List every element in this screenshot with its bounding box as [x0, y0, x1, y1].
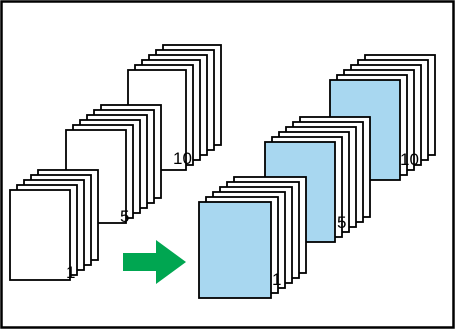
- front-page: [10, 190, 70, 280]
- left-stack-1: 1: [10, 170, 98, 282]
- page-number-label: 5: [120, 207, 129, 226]
- page-number-label: 1: [272, 270, 281, 289]
- right-stack-1: 1: [199, 177, 306, 298]
- divider-sheet: [199, 202, 271, 298]
- page-number-label: 10: [173, 149, 192, 168]
- page-number-label: 5: [337, 213, 346, 232]
- page-number-label: 1: [66, 263, 75, 282]
- page-number-label: 10: [400, 150, 419, 169]
- arrow-right-icon: [123, 240, 186, 284]
- left-document-sets: 10 5 1: [10, 45, 221, 282]
- right-document-sets: 10 5 1: [199, 55, 435, 298]
